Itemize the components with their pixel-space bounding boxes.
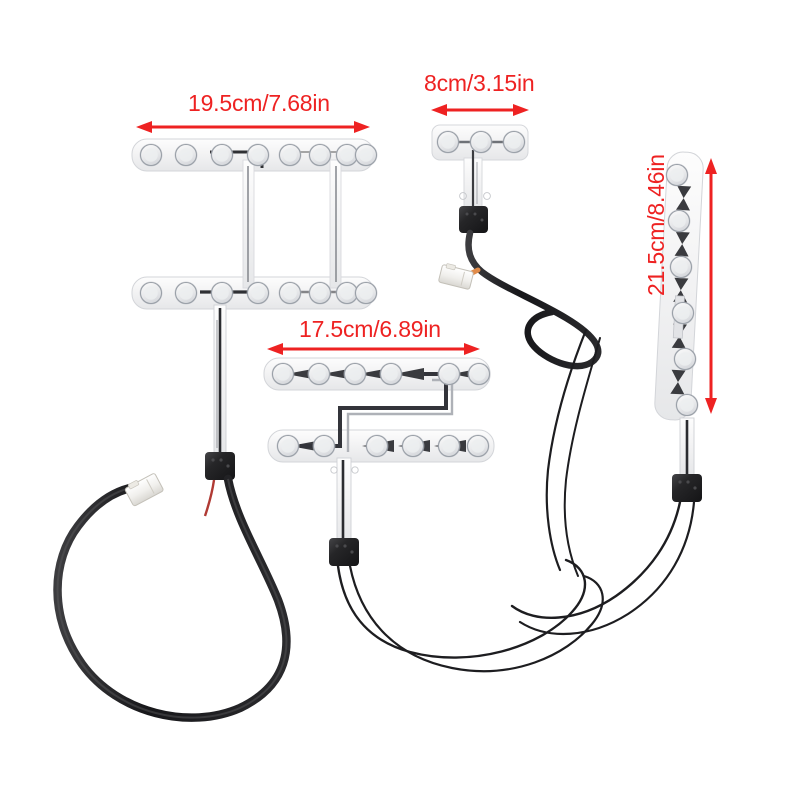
vertical-strip-connector-module — [672, 474, 702, 502]
tee-strip-connector-module — [459, 206, 488, 233]
small-tee-led-strip — [431, 124, 529, 211]
loose-wire-left — [545, 328, 588, 572]
large-h-frame-led-strip — [131, 138, 379, 456]
large-strip-power-cable — [53, 474, 291, 722]
vertical-strip-wire-a — [510, 500, 682, 619]
dimension-arrow-main — [136, 121, 370, 133]
dimension-arrow-tee — [431, 104, 529, 116]
middle-double-bar-led-strip — [263, 357, 495, 547]
large-strip-white-plug — [124, 473, 164, 507]
red-wire — [203, 479, 216, 517]
dimension-label-main-panel: 19.5cm/7.68in — [188, 90, 330, 116]
middle-strip-wire-a — [336, 558, 587, 659]
dimension-label-mid-panel: 17.5cm/6.89in — [299, 316, 441, 342]
middle-strip-wire-b — [348, 564, 604, 673]
large-strip-connector-module — [205, 452, 235, 480]
dimension-label-tee-panel: 8cm/3.15in — [424, 70, 535, 96]
dimension-arrow-mid — [267, 343, 480, 355]
tee-strip-white-plug — [438, 263, 474, 290]
vertical-strip-wire-b — [518, 500, 696, 636]
loose-wire-right — [563, 337, 601, 577]
middle-strip-connector-module — [329, 538, 359, 566]
tee-strip-power-cable — [465, 229, 602, 370]
dimension-arrow-vertical — [705, 158, 717, 414]
tall-vertical-led-strip — [654, 151, 704, 477]
dimension-label-vertical-panel: 21.5cm/8.46in — [643, 154, 669, 296]
